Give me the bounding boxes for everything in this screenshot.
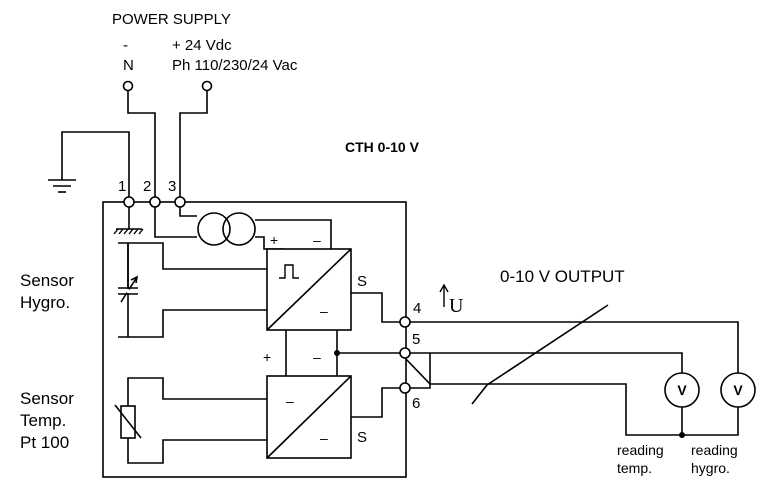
temp-sensor-wire-top: [127, 377, 267, 406]
hygro-voltmeter-symbol: V: [733, 382, 743, 398]
wire-transformer-to-minus: [255, 219, 332, 249]
terminal-4-label: 4: [413, 300, 421, 317]
sensor-temp-label-line2: Temp.: [20, 411, 66, 430]
hygro-block-dash: –: [320, 303, 328, 319]
common-junction-dot: [679, 432, 685, 438]
terminal-4: [399, 316, 411, 328]
output-title: 0-10 V OUTPUT: [500, 267, 625, 286]
wire-terminal-4-to-hygro-meter: [410, 321, 739, 373]
reading-hygro-label-line1: reading: [691, 442, 738, 458]
upper-block-minus: –: [313, 232, 321, 248]
negative-symbol: -: [123, 37, 128, 54]
terminal-5-label: 5: [412, 331, 420, 348]
positive-supply-label: + 24 Vdc: [172, 37, 232, 54]
transformer-coil-primary: [197, 212, 231, 246]
wire-hygro-s-to-terminal-4: [351, 292, 400, 323]
wire-terminal-2-to-transformer: [154, 207, 197, 238]
hygro-sensor-wire-bottom: [118, 309, 267, 338]
terminal-5: [399, 347, 411, 359]
pt100-resistor-icon: [114, 404, 142, 439]
temp-block-s-label: S: [357, 429, 367, 446]
hygro-block-s-label: S: [357, 273, 367, 290]
terminal-2-label: 2: [143, 178, 151, 195]
sensor-temp-label-line1: Sensor: [20, 389, 74, 408]
terminal-3: [174, 196, 186, 208]
reading-hygro-label-line2: hygro.: [691, 460, 730, 476]
wire-neutral-to-terminal-2: [127, 90, 156, 197]
reading-temp-label-line2: temp.: [617, 460, 652, 476]
temp-block-dash-2: –: [320, 430, 328, 446]
power-supply-title: POWER SUPPLY: [112, 11, 231, 28]
wire-temp-s-to-terminal-6: [351, 387, 400, 418]
neutral-terminal-label: N: [123, 57, 134, 74]
output-voltage-symbol: U: [449, 295, 464, 317]
temp-voltmeter: [664, 372, 700, 408]
device-name: CTH 0-10 V: [345, 139, 420, 155]
voltage-arrow-icon: [439, 283, 449, 307]
middle-minus-label: –: [313, 349, 321, 365]
wire-terminal-6-bridge: [410, 353, 431, 389]
terminal-3-label: 3: [168, 178, 176, 195]
terminal-6-label: 6: [412, 395, 420, 412]
chassis-ground-hatch: [113, 228, 144, 235]
hygro-sensor-wire-top: [118, 242, 267, 270]
temp-block-dash-1: –: [286, 393, 294, 409]
terminal-6: [399, 382, 411, 394]
temp-block-diagonal: [266, 375, 352, 459]
terminal-2: [149, 196, 161, 208]
signal-break-stroke: [471, 304, 609, 405]
temp-sensor-wire-bottom: [127, 438, 267, 464]
hygro-voltmeter: [720, 372, 756, 408]
sensor-hygro-label-line1: Sensor: [20, 271, 74, 290]
sensor-temp-label-line3: Pt 100: [20, 433, 69, 452]
device-enclosure: [102, 201, 407, 478]
terminal-1: [123, 196, 135, 208]
ground-wire: [61, 131, 130, 197]
wire-terminal-3-to-transformer: [179, 207, 197, 217]
wire-terminal-5-to-temp-meter: [410, 352, 683, 373]
temp-voltmeter-symbol: V: [677, 382, 687, 398]
phase-supply-label: Ph 110/230/24 Vac: [172, 57, 298, 74]
sensor-hygro-label-line2: Hygro.: [20, 293, 70, 312]
upper-block-plus: +: [270, 232, 278, 248]
transformer-coil-secondary: [222, 212, 256, 246]
hygro-block-diagonal: [266, 248, 352, 331]
wire-common-return: [404, 357, 739, 436]
pulse-signal-icon: [279, 264, 299, 279]
reading-temp-label-line1: reading: [617, 442, 664, 458]
terminal-1-label: 1: [118, 178, 126, 195]
middle-plus-label: +: [263, 349, 271, 365]
supply-neutral-terminal: [122, 80, 134, 92]
supply-phase-terminal: [201, 80, 213, 92]
wire-phase-to-terminal-3: [179, 90, 208, 197]
